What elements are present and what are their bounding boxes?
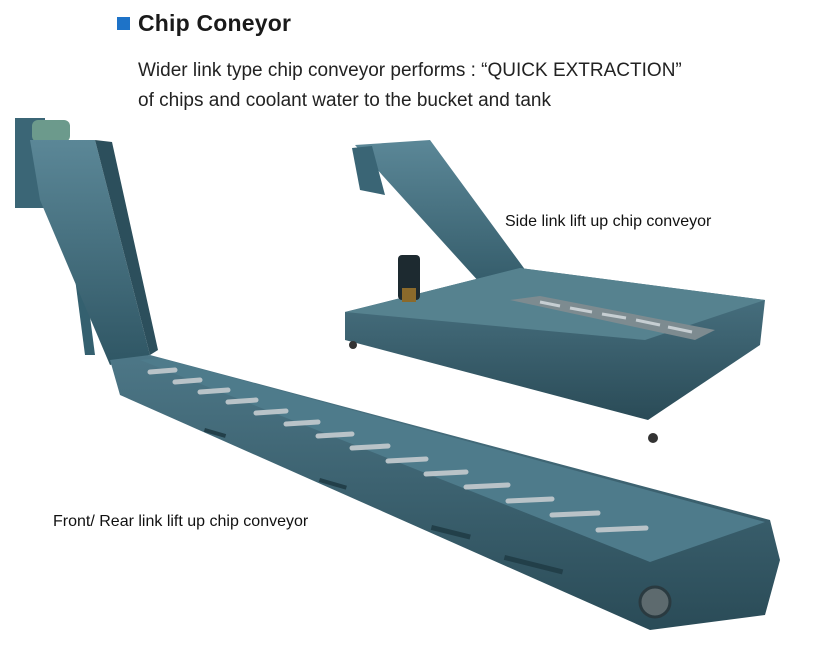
description-line-1: Wider link type chip conveyor performs :… [138, 60, 682, 81]
caster-icon [349, 341, 357, 349]
end-roller-icon [638, 585, 672, 619]
top-deck [140, 358, 765, 562]
front-conveyor-label: Front/ Rear link lift up chip conveyor [53, 513, 309, 530]
chain-links [147, 367, 649, 533]
side-chain-track [510, 296, 715, 340]
gearbox [402, 288, 416, 302]
side-chain-links [539, 300, 693, 334]
page-title: Chip Coneyor [138, 10, 292, 36]
description: Wider link type chip conveyor performs :… [138, 56, 682, 116]
caster-icon [648, 433, 658, 443]
side-slots [203, 428, 564, 575]
heading: Chip Coneyor [117, 10, 291, 37]
bullet-square-icon [117, 17, 130, 30]
title-row: Chip Coneyor [117, 10, 291, 37]
side-link-conveyor [345, 140, 765, 443]
side-incline [355, 140, 540, 305]
front-rear-conveyor [15, 118, 780, 630]
side-conveyor-label: Side link lift up chip conveyor [505, 213, 712, 230]
side-discharge [352, 146, 385, 195]
motor-icon [32, 120, 70, 142]
incline-section [30, 140, 150, 365]
horizontal-body [110, 355, 780, 630]
incline-side [95, 140, 158, 355]
description-line-2: of chips and coolant water to the bucket… [138, 90, 551, 111]
